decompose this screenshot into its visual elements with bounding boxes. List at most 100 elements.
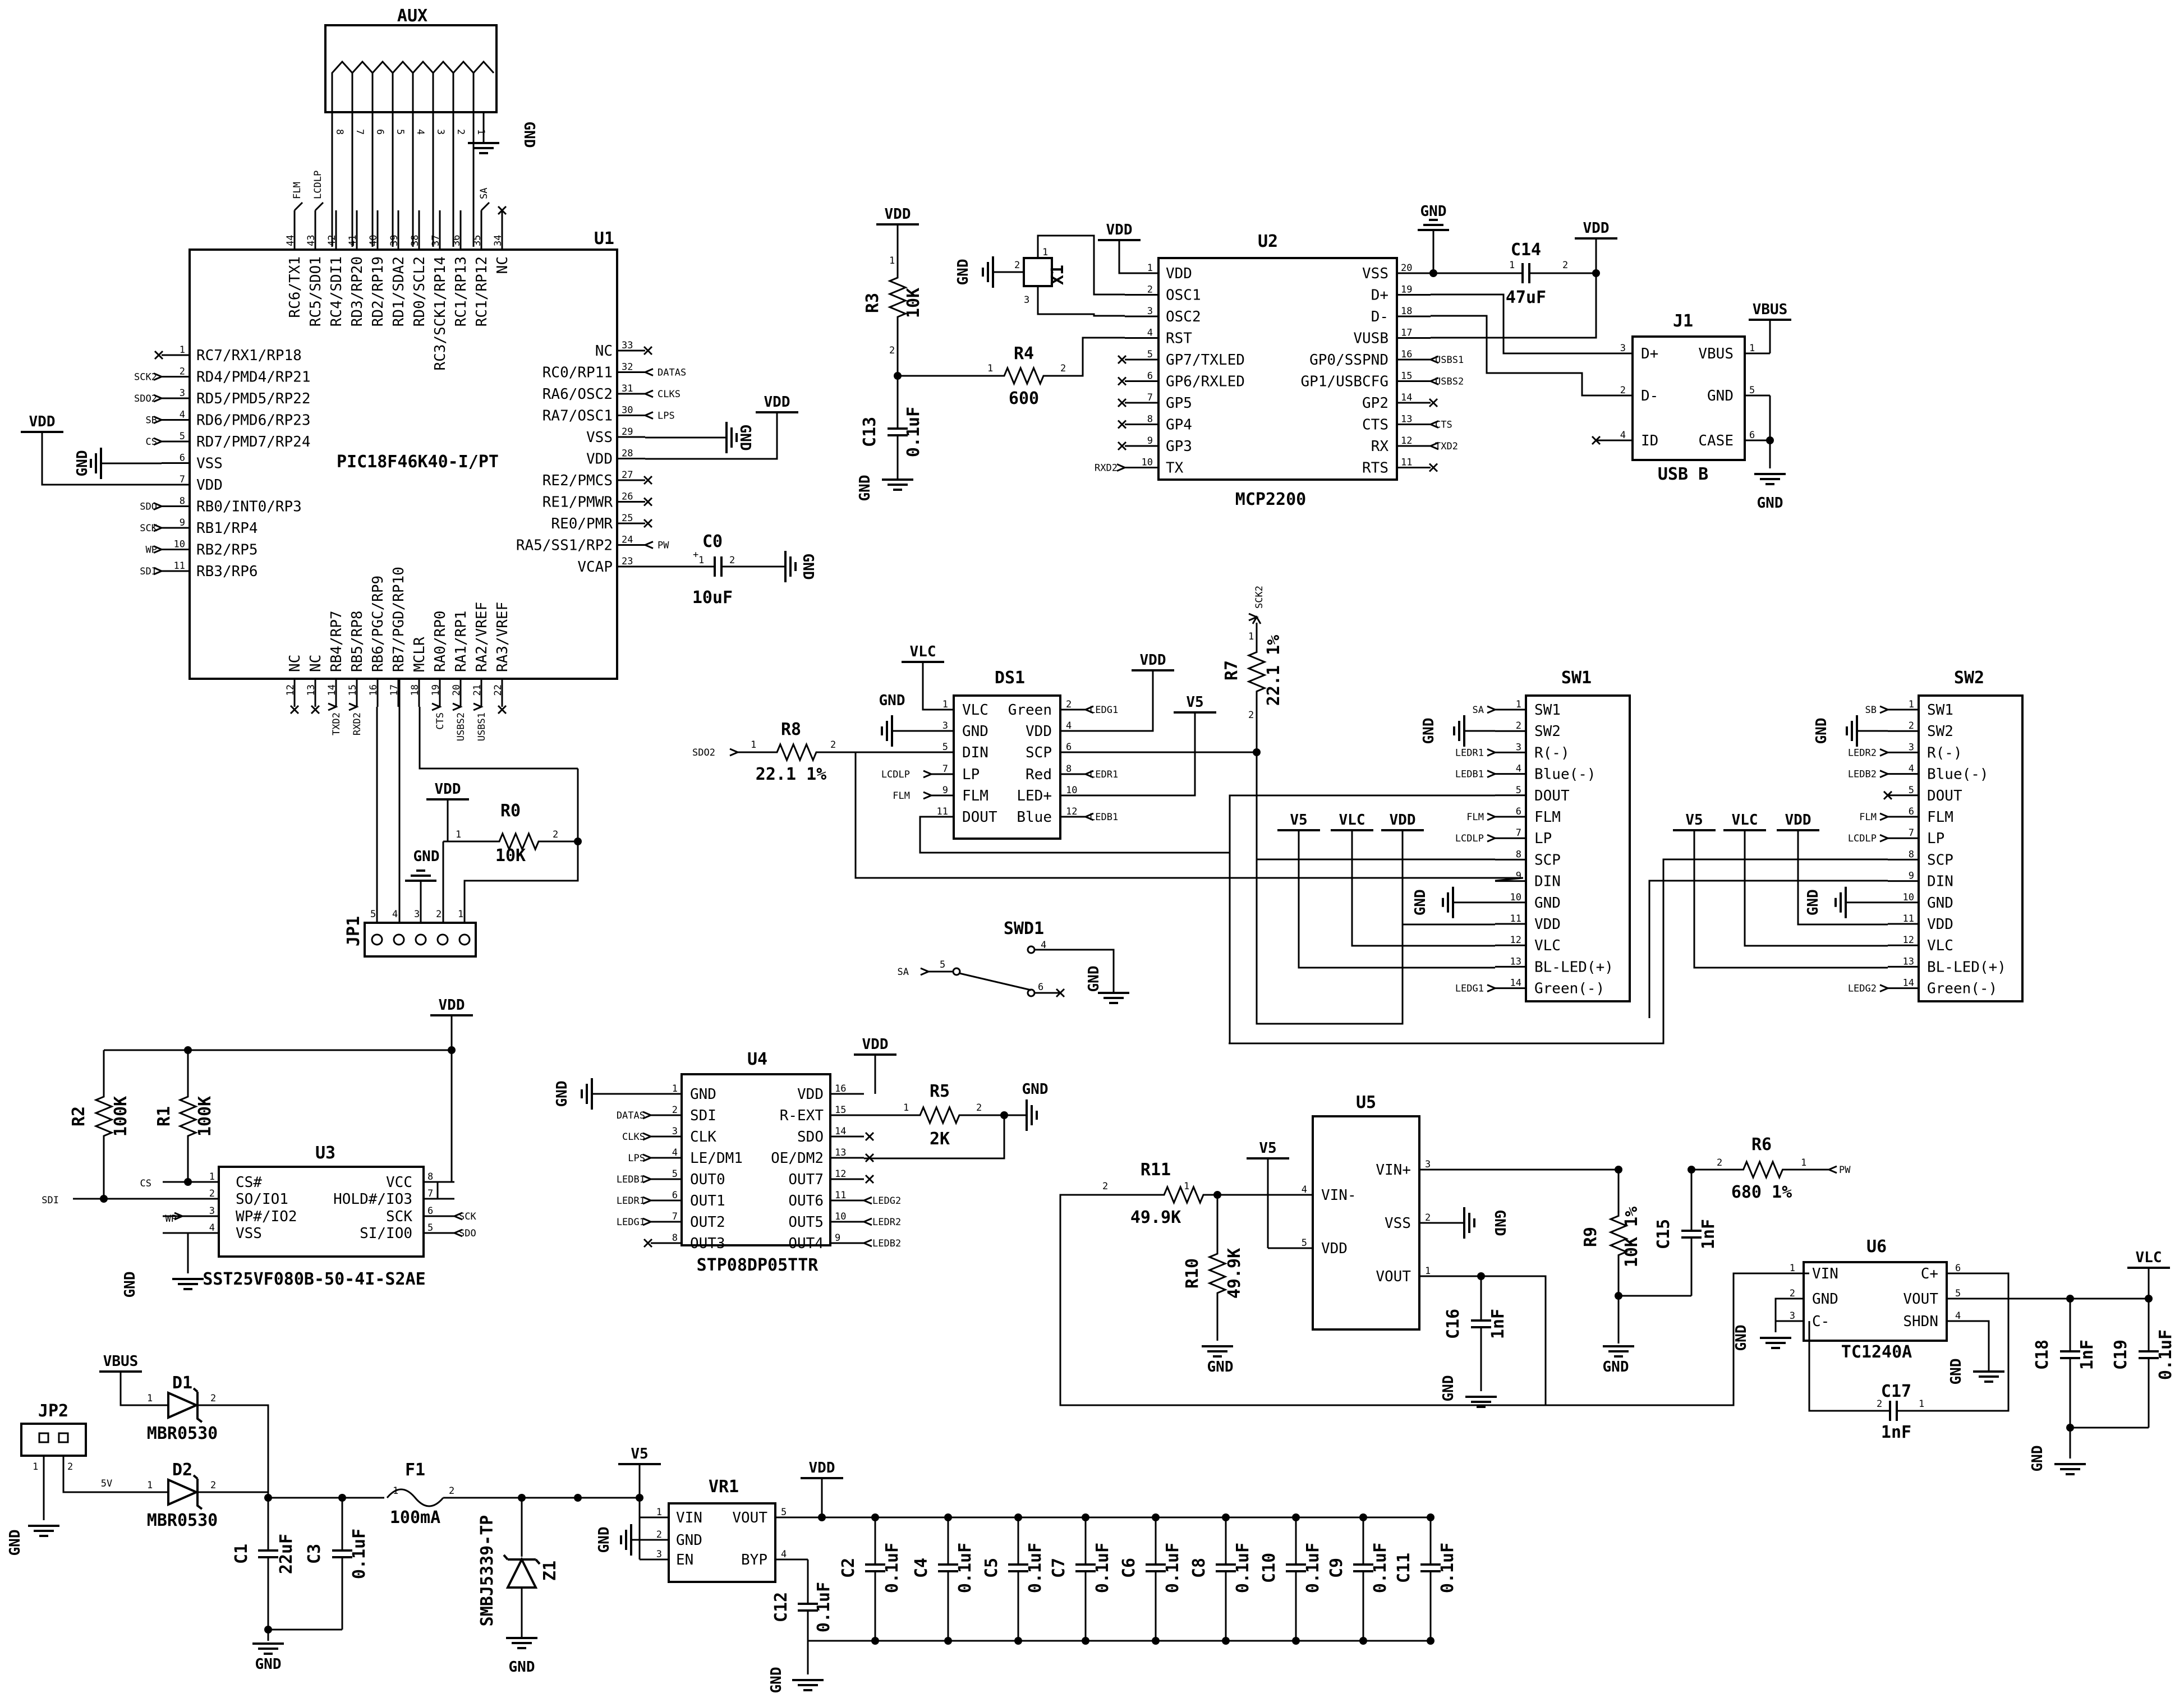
junction-dot — [1292, 1637, 1300, 1645]
pin-number: 5 — [180, 431, 185, 442]
ground-symbol — [252, 1642, 284, 1655]
pin-number: 7 — [1516, 827, 1521, 839]
pin-number: 4 — [180, 410, 185, 421]
pin-number: 28 — [622, 448, 633, 459]
pin-name: VIN- — [1321, 1187, 1357, 1204]
ground-label: GND — [509, 1659, 535, 1676]
net-label: FLM — [292, 182, 303, 199]
pin-number: 15 — [835, 1105, 846, 1116]
wire — [419, 707, 578, 770]
pin-number: 9 — [1516, 871, 1521, 882]
ground-label: GND — [1440, 1375, 1457, 1402]
pin-number: 14 — [327, 684, 338, 696]
junction-dot — [1014, 1637, 1022, 1645]
pin-number: 6 — [1147, 371, 1153, 382]
pin-name: Blue(-) — [1927, 766, 1989, 783]
net-arrow — [642, 1111, 653, 1120]
pin-number: 1 — [475, 129, 486, 135]
pin-name: DIN — [1927, 873, 1953, 890]
power-label: VLC — [1732, 812, 1758, 829]
sw2-ref: SW2 — [1954, 668, 1984, 688]
pin-number: 6 — [1909, 806, 1914, 817]
pin-number: 2 — [729, 555, 735, 566]
parts — [20, 24, 2170, 1691]
pin-number: 3 — [1024, 295, 1029, 306]
capacitor — [332, 1549, 352, 1558]
pin-name: RC4/SDI1 — [328, 256, 345, 326]
pin-number: 3 — [435, 129, 446, 135]
net-label: PW — [1839, 1165, 1851, 1176]
ground-symbol — [1453, 715, 1465, 747]
wire — [1298, 830, 1495, 969]
ground-symbol — [982, 256, 994, 288]
wire — [463, 769, 579, 923]
pin-number: 19 — [430, 684, 442, 696]
no-connect-mark — [289, 705, 300, 715]
r2-ref: R2 — [69, 1106, 89, 1126]
pin-number: 11 — [937, 806, 948, 817]
pin-number: 8 — [672, 1232, 678, 1244]
net-label: SDO — [459, 1228, 476, 1239]
r5-ref: R5 — [930, 1082, 950, 1101]
u2-body — [1157, 257, 1398, 481]
pin-number: 2 — [1425, 1212, 1431, 1223]
pin-number: 13 — [1510, 956, 1521, 967]
net-arrow — [923, 791, 934, 800]
net-arrow — [174, 1212, 185, 1221]
pin-name: OUT3 — [690, 1235, 725, 1252]
pin-name: VOUT — [1903, 1291, 1938, 1308]
u1-body — [188, 249, 618, 680]
wire — [1431, 315, 1610, 397]
net-arrow — [729, 748, 740, 757]
jp1-pin — [436, 933, 449, 946]
no-connect-mark — [154, 350, 164, 360]
c18-value: 1nF — [2077, 1340, 2097, 1370]
capacitor — [1889, 1401, 1898, 1421]
pin-name: EN — [676, 1552, 693, 1568]
pin-number: 5 — [1909, 785, 1914, 796]
junction-dot — [100, 1195, 108, 1203]
junction-dot — [871, 1637, 879, 1645]
aux-pin-shape — [351, 60, 374, 112]
d1-ref: D1 — [172, 1373, 192, 1393]
ground-label: GND — [737, 425, 753, 451]
power-label: VDD — [764, 394, 790, 411]
pin-name: R(-) — [1534, 744, 1570, 761]
pin-name: GND — [1927, 895, 1953, 912]
u6-part: TC1240A — [1841, 1342, 1912, 1362]
ground-symbol — [1834, 886, 1847, 918]
pin-number: 1 — [942, 699, 948, 710]
pin-number: 8 — [334, 129, 345, 135]
wire — [1074, 670, 1154, 732]
pin-name: VCC — [386, 1174, 412, 1191]
pin-number: 6 — [1516, 806, 1521, 817]
pin-name: GND — [1812, 1291, 1838, 1308]
pin-number: 1 — [1425, 1266, 1431, 1277]
wire — [1975, 1320, 1990, 1372]
junction-dot — [1427, 1637, 1434, 1645]
u6-body — [1803, 1261, 1948, 1342]
net-arrow — [452, 702, 463, 711]
pin-number: 1 — [889, 255, 895, 266]
ground-symbol — [28, 1525, 59, 1537]
c2-ref: C2 — [839, 1558, 858, 1578]
pin-number: 7 — [942, 763, 948, 775]
pin-number: 23 — [622, 556, 633, 567]
net-arrow — [1487, 705, 1497, 714]
pin-number: 4 — [672, 1147, 678, 1158]
pin-number: 16 — [368, 684, 379, 696]
pin-number: 9 — [835, 1232, 840, 1244]
pin-name: SDI — [690, 1107, 716, 1124]
pin-number: 15 — [1401, 371, 1412, 382]
net-arrow — [328, 702, 338, 711]
net-label: FLM — [1466, 812, 1484, 823]
power-label: VDD — [1106, 222, 1133, 238]
pin-number: 1 — [456, 829, 461, 840]
u2-ref: U2 — [1258, 232, 1278, 251]
power-label: VDD — [29, 413, 56, 430]
wire — [922, 662, 940, 711]
vr1-ref: VR1 — [709, 1477, 739, 1497]
resistor — [477, 831, 561, 852]
net-label: LEDR2 — [872, 1217, 901, 1228]
pin-name: OUT1 — [690, 1193, 725, 1209]
